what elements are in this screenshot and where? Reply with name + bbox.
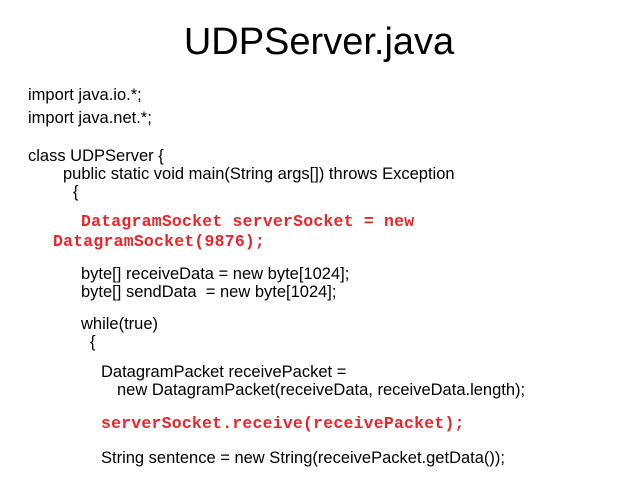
code-line-datagram-socket-highlight: DatagramSocket serverSocket = new xyxy=(81,212,415,231)
code-line-new-datagram-packet: new DatagramPacket(receiveData, receiveD… xyxy=(117,381,526,399)
code-line-main-method: public static void main(String args[]) t… xyxy=(63,165,455,183)
code-line-receive-packet-decl: DatagramPacket receivePacket = xyxy=(101,363,347,381)
code-line-open-brace-while: { xyxy=(90,333,96,351)
code-line-receive-highlight: serverSocket.receive(receivePacket); xyxy=(101,414,465,433)
code-line-import-io: import java.io.*; xyxy=(28,86,142,104)
code-line-receive-data: byte[] receiveData = new byte[1024]; xyxy=(81,265,350,283)
code-line-class-declaration: class UDPServer { xyxy=(28,147,164,165)
code-line-while-loop: while(true) xyxy=(81,315,159,333)
code-line-string-sentence: String sentence = new String(receivePack… xyxy=(101,449,505,467)
slide-title: UDPServer.java xyxy=(183,21,455,63)
code-line-send-data: byte[] sendData = new byte[1024]; xyxy=(81,283,337,301)
code-line-open-brace-main: { xyxy=(73,183,79,201)
code-line-datagram-socket-port-highlight: DatagramSocket(9876); xyxy=(53,232,266,251)
code-line-import-net: import java.net.*; xyxy=(28,109,152,127)
